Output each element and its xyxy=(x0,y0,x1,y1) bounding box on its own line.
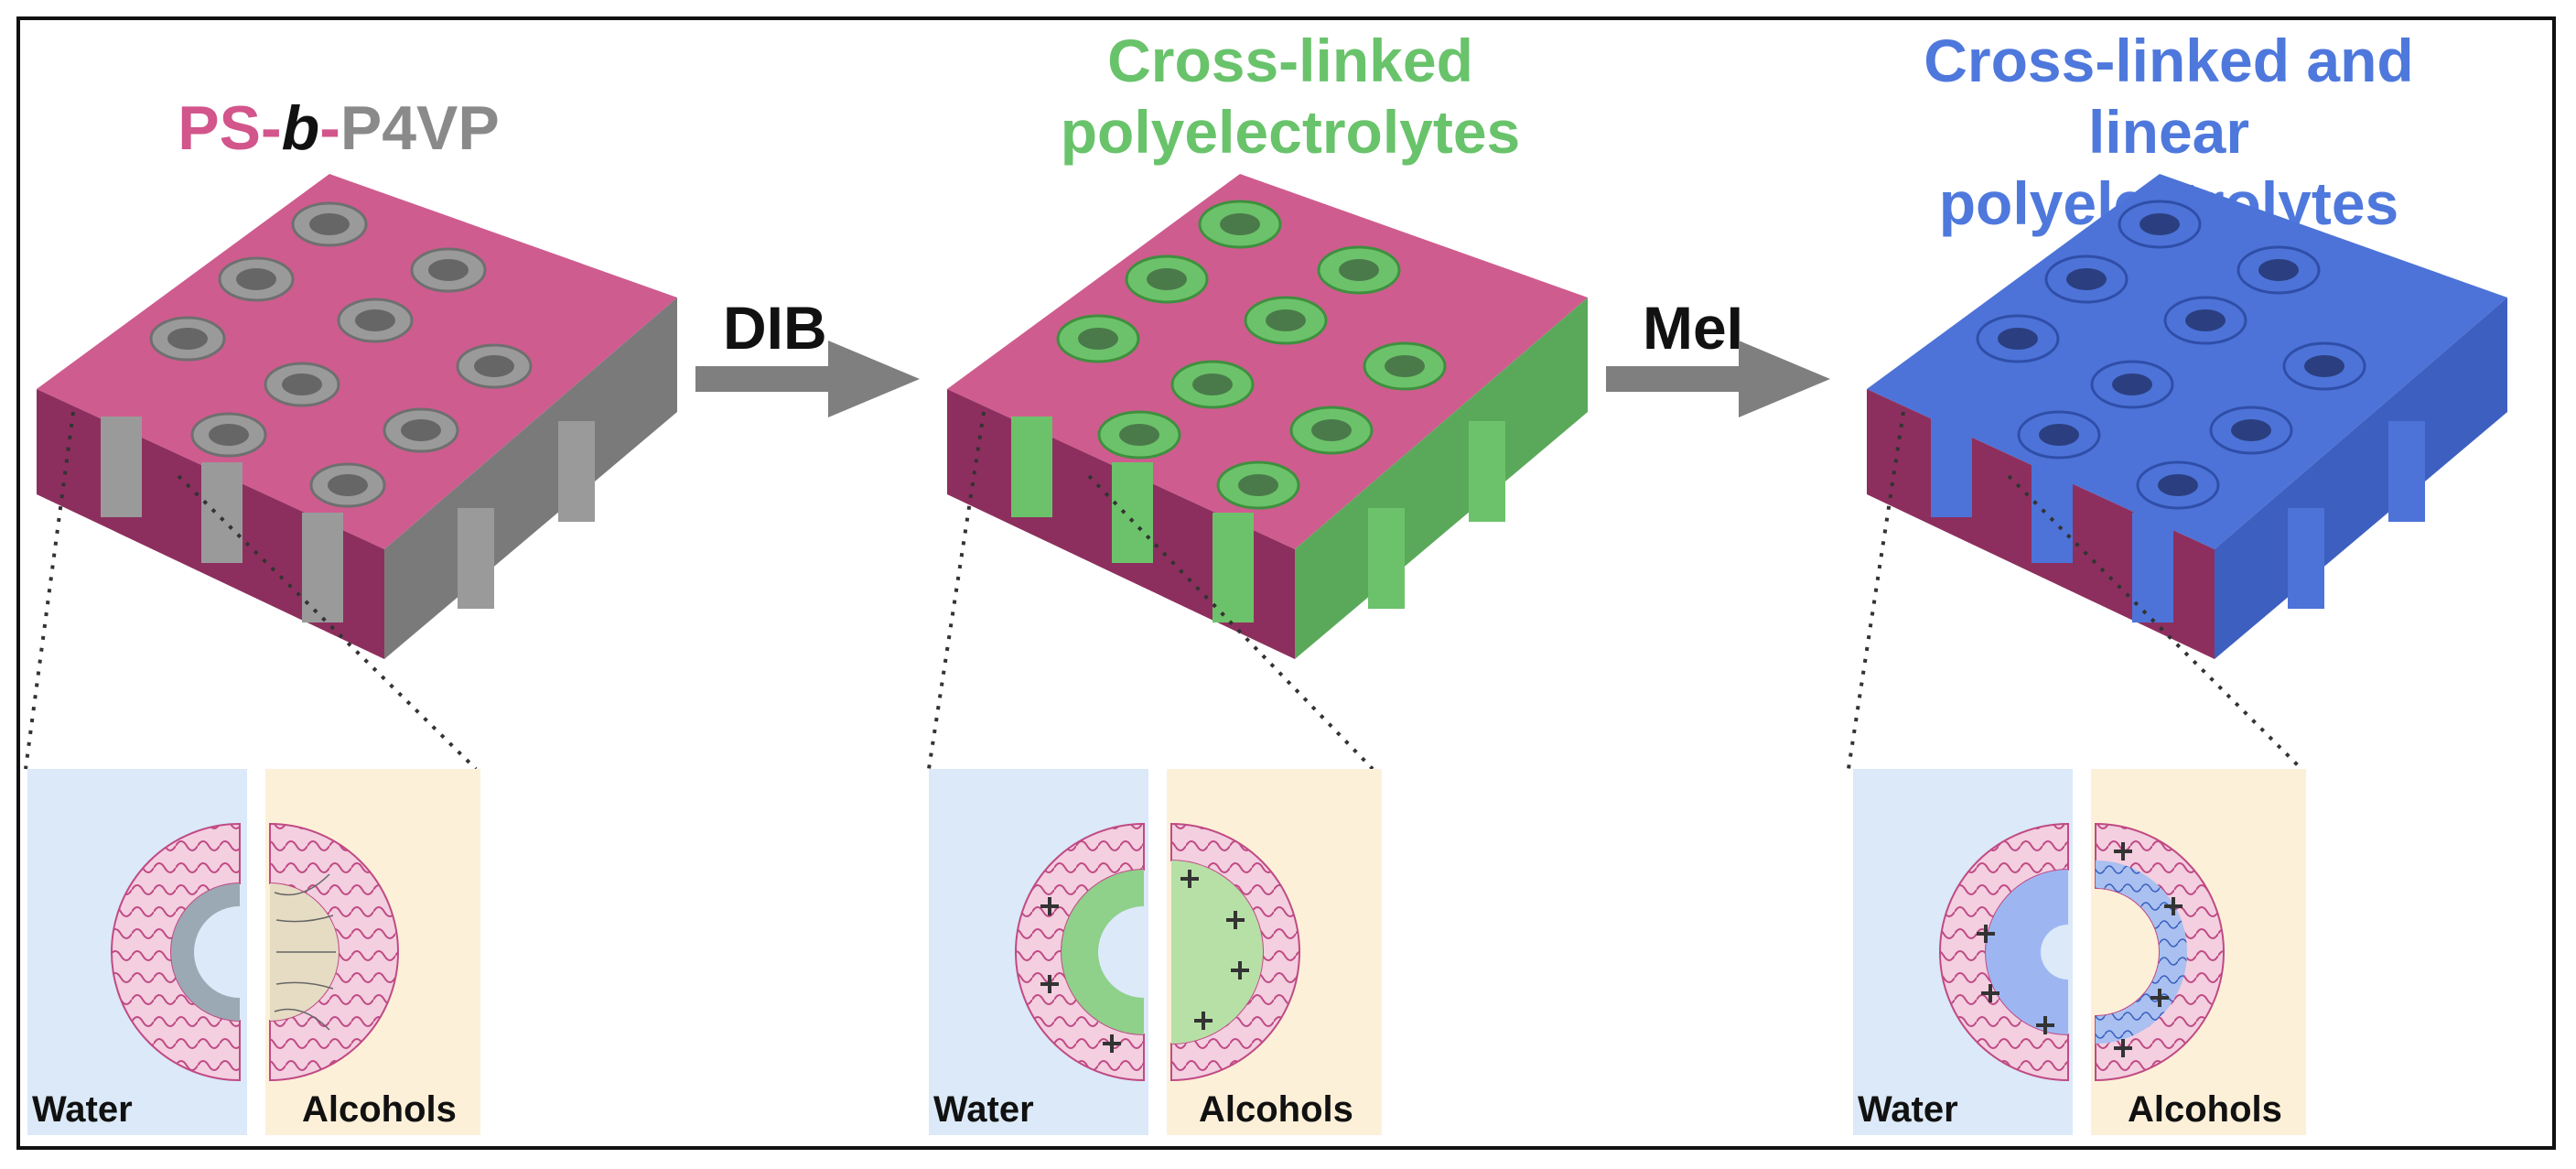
title-dash: - xyxy=(319,93,340,163)
positive-charge-icon xyxy=(1977,842,2183,1057)
arrow-label-mei: MeI xyxy=(1643,294,1744,362)
title-crosslinked: Cross-linked polyelectrolytes xyxy=(1007,26,1574,168)
membrane-block-pristine xyxy=(37,174,677,659)
label-water: Water xyxy=(1858,1089,1958,1130)
label-water: Water xyxy=(933,1089,1034,1130)
label-water: Water xyxy=(32,1089,133,1130)
zoom-panel-pristine xyxy=(27,769,480,1135)
title-p4vp: P4VP xyxy=(340,93,500,163)
arrow-label-dib: DIB xyxy=(723,294,827,362)
label-alcohols: Alcohols xyxy=(2128,1089,2282,1130)
label-alcohols: Alcohols xyxy=(1199,1089,1353,1130)
title-b: b xyxy=(281,93,320,163)
arrow-mei xyxy=(1606,341,1830,417)
title-ps-b-p4vp: PS-b-P4VP xyxy=(119,92,558,165)
positive-charge-icon xyxy=(1040,870,1249,1053)
title-line: Cross-linked and linear xyxy=(1924,27,2414,166)
title-ps: PS xyxy=(178,93,261,163)
zoom-lines xyxy=(24,411,2303,771)
label-alcohols: Alcohols xyxy=(302,1089,457,1130)
membrane-block-crosslinked xyxy=(947,174,1588,659)
title-line: polyelectrolytes xyxy=(1060,97,1521,166)
zoom-panel-crosslinked xyxy=(929,769,1382,1135)
title-line: Cross-linked xyxy=(1107,27,1473,94)
arrow-dib xyxy=(695,341,920,417)
membrane-block-crosslinked-linear xyxy=(1867,174,2507,659)
zoom-panel-crosslinked-linear xyxy=(1853,769,2306,1135)
title-dash: - xyxy=(260,93,282,163)
